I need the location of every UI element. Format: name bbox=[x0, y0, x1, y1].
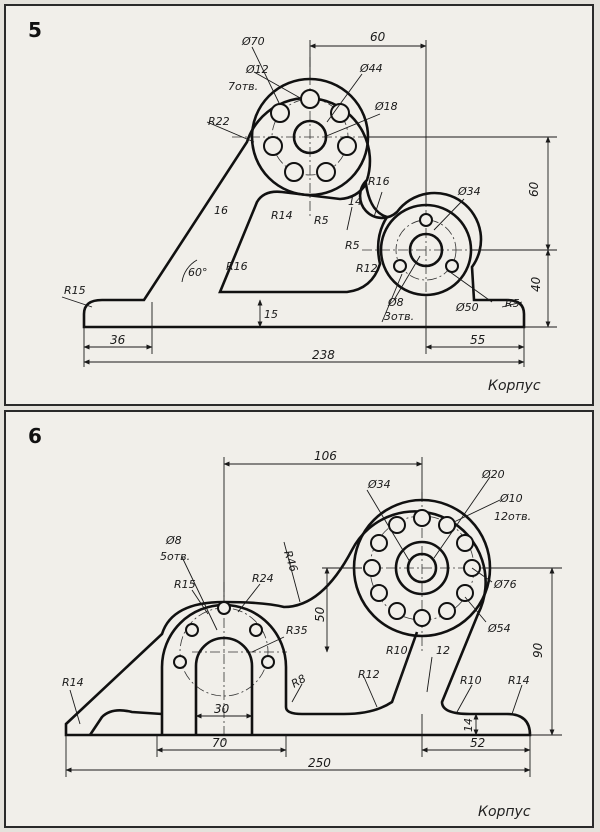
dim-label: 15 bbox=[264, 308, 278, 321]
dim-label: 238 bbox=[312, 348, 335, 362]
drawing-panel-5: 5 Корпус bbox=[4, 4, 594, 406]
dim-label: Ø50 bbox=[455, 301, 479, 314]
dim-label: R24 bbox=[252, 572, 274, 585]
dim-label: R10 bbox=[386, 644, 408, 657]
dim-label: R10 bbox=[460, 674, 482, 687]
dim-label: R5 bbox=[505, 297, 520, 310]
dim-label: Ø8 bbox=[165, 534, 182, 547]
dim-label: 12отв. bbox=[494, 510, 531, 523]
dim-label: R5 bbox=[345, 239, 360, 252]
dim-label: 250 bbox=[308, 756, 331, 770]
drawing-number: 5 bbox=[28, 18, 42, 42]
dim-label: R15 bbox=[174, 578, 196, 591]
part-drawing-6: 106 Ø34 Ø20 Ø10 12отв. Ø8 5отв. R46 R15 … bbox=[62, 449, 562, 777]
dim-label: 52 bbox=[470, 736, 485, 750]
dim-label: R12 bbox=[356, 262, 378, 275]
dim-label: 3отв. bbox=[384, 310, 414, 323]
dim-label: 16 bbox=[214, 204, 228, 217]
drawing-caption: Корпус bbox=[488, 378, 541, 394]
dim-label: 60 bbox=[527, 181, 541, 197]
drawing-caption: Корпус bbox=[478, 804, 531, 820]
dim-label: 60° bbox=[188, 266, 208, 279]
part-outline bbox=[82, 77, 526, 329]
dim-label: Ø76 bbox=[493, 578, 517, 591]
dim-label: 5отв. bbox=[160, 550, 190, 563]
dim-label: Ø34 bbox=[457, 185, 481, 198]
dimension-labels: Ø70 Ø12 7отв. Ø44 Ø18 60 R22 R16 R14 R5 … bbox=[64, 30, 543, 362]
dim-label: R16 bbox=[226, 260, 248, 273]
dimension-lines bbox=[61, 40, 557, 367]
dim-label: Ø8 bbox=[387, 296, 404, 309]
dim-label: 36 bbox=[110, 333, 126, 347]
dim-label: 40 bbox=[529, 276, 543, 292]
dim-label: Ø18 bbox=[374, 100, 398, 113]
dim-label: 14 bbox=[348, 195, 362, 208]
dim-label: R46 bbox=[281, 549, 300, 574]
bolt-holes bbox=[173, 509, 481, 669]
dim-label: R8 bbox=[289, 672, 308, 691]
dim-label: Ø10 bbox=[499, 492, 523, 505]
dim-label: R5 bbox=[314, 214, 329, 227]
dim-label: 90 bbox=[531, 642, 545, 658]
dim-label: R14 bbox=[62, 676, 84, 689]
part-drawing-5: Ø70 Ø12 7отв. Ø44 Ø18 60 R22 R16 R14 R5 … bbox=[61, 30, 557, 367]
bolt-holes bbox=[263, 89, 459, 273]
dim-label: Ø34 bbox=[367, 478, 391, 491]
dim-label: 50 bbox=[313, 606, 327, 622]
dim-label: R14 bbox=[508, 674, 530, 687]
dim-label: R16 bbox=[368, 175, 390, 188]
dimension-lines bbox=[65, 457, 562, 777]
dim-label: Ø70 bbox=[241, 35, 265, 48]
dim-label: Ø12 bbox=[245, 63, 269, 76]
dim-label: R35 bbox=[286, 624, 308, 637]
dim-label: R12 bbox=[358, 668, 380, 681]
dim-label: Ø44 bbox=[359, 62, 383, 75]
dim-label: 14 bbox=[462, 718, 475, 732]
dim-label: 12 bbox=[436, 644, 450, 657]
dim-label: R15 bbox=[64, 284, 86, 297]
drawing-panel-6: 6 Корпус bbox=[4, 410, 594, 828]
part-outline bbox=[64, 498, 532, 737]
dimension-labels: 106 Ø34 Ø20 Ø10 12отв. Ø8 5отв. R46 R15 … bbox=[62, 449, 545, 770]
dim-label: 60 bbox=[370, 30, 386, 44]
dim-label: 106 bbox=[314, 449, 337, 463]
dim-label: 7отв. bbox=[228, 80, 258, 93]
dim-label: 30 bbox=[214, 702, 230, 716]
dim-label: 70 bbox=[212, 736, 228, 750]
dim-label: R22 bbox=[208, 115, 230, 128]
dim-label: Ø20 bbox=[481, 468, 505, 481]
dim-label: R14 bbox=[271, 209, 293, 222]
dim-label: 55 bbox=[470, 333, 485, 347]
dim-label: Ø54 bbox=[487, 622, 511, 635]
drawing-number: 6 bbox=[28, 424, 42, 448]
